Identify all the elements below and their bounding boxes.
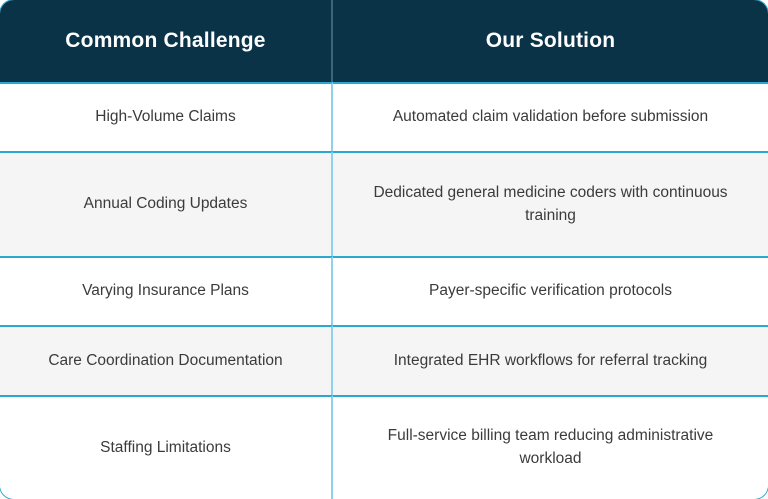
cell-challenge-text: Staffing Limitations [100,438,231,456]
cell-challenge: Staffing Limitations [0,394,333,499]
cell-solution-text: Payer-specific verification protocols [429,282,672,300]
table-row: High-Volume Claims Automated claim valid… [0,82,768,152]
cell-solution: Payer-specific verification protocols [333,255,768,326]
cell-solution: Integrated EHR workflows for referral tr… [333,325,768,395]
table-body: High-Volume Claims Automated claim valid… [0,82,768,499]
cell-challenge-text: Varying Insurance Plans [82,282,249,300]
table-row: Annual Coding Updates Dedicated general … [0,151,768,256]
table-header-row: Common Challenge Our Solution [0,0,768,82]
table-row: Care Coordination Documentation Integrat… [0,325,768,395]
table-row: Staffing Limitations Full-service billin… [0,394,768,499]
cell-solution-text: Full-service billing team reducing admin… [387,427,714,467]
cell-solution: Dedicated general medicine coders with c… [333,151,768,256]
cell-challenge-text: Care Coordination Documentation [48,351,283,369]
cell-challenge: Varying Insurance Plans [0,255,333,326]
table-row: Varying Insurance Plans Payer-specific v… [0,255,768,326]
cell-challenge-text: Annual Coding Updates [83,195,248,213]
cell-solution-text: Dedicated general medicine coders with c… [373,184,728,224]
cell-solution-text: Integrated EHR workflows for referral tr… [393,351,708,369]
cell-challenge-text: High-Volume Claims [95,108,236,126]
cell-solution: Full-service billing team reducing admin… [333,394,768,499]
cell-solution-text: Automated claim validation before submis… [392,108,709,126]
cell-solution: Automated claim validation before submis… [333,82,768,152]
cell-challenge: Care Coordination Documentation [0,325,333,395]
cell-challenge: Annual Coding Updates [0,151,333,256]
table-header: Common Challenge Our Solution [0,0,768,82]
column-header-our-solution: Our Solution [333,0,768,82]
cell-challenge: High-Volume Claims [0,82,333,152]
column-header-common-challenge: Common Challenge [0,0,333,82]
